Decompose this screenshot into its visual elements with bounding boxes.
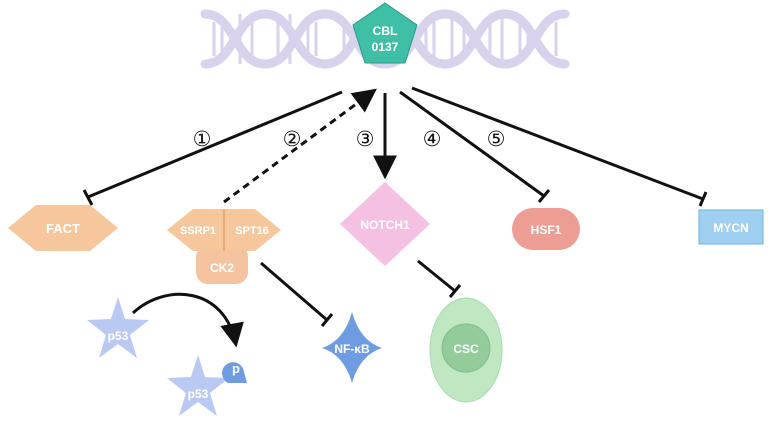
inhibit-bar-csc <box>448 284 462 298</box>
csc-label: CSC <box>453 342 479 356</box>
p53-star <box>87 297 149 358</box>
inhibit-line-csc <box>417 259 456 293</box>
phospho-p53-star <box>167 355 229 416</box>
nfkb-node: NF-κB <box>322 312 382 383</box>
step-number-2: ② <box>283 127 302 151</box>
phospho-p53-label: p53 <box>188 387 209 401</box>
connections <box>82 86 708 348</box>
drug-label-line1: CBL <box>373 24 398 38</box>
notch1-node: NOTCH1 <box>340 182 430 266</box>
hsf1-label: HSF1 <box>531 223 562 237</box>
mycn-label: MYCN <box>713 221 748 235</box>
inhibit-line-mycn <box>411 86 704 201</box>
spt16-label: SPT16 <box>235 225 269 237</box>
spt16-half <box>224 209 281 251</box>
drug-label-line2: 0137 <box>372 40 399 54</box>
notch1-diamond <box>340 182 430 266</box>
inhibit-line-nfkb <box>260 261 328 322</box>
hsf1-shape <box>512 208 580 250</box>
hsf1-node: HSF1 <box>512 208 580 250</box>
inhibit-line-fact <box>87 90 343 199</box>
fact-complex-node: SSRP1 SPT16 CK2 <box>167 209 281 284</box>
p53-node: p53 <box>87 297 149 358</box>
step-numbers: ① ② ③ ④ ⑤ <box>193 127 506 151</box>
phosphate-bubble <box>222 362 247 383</box>
p53-label: p53 <box>108 329 129 343</box>
drug-pentagon <box>352 2 418 64</box>
phosphate-label: p <box>232 361 240 376</box>
nfkb-label: NF-κB <box>334 342 370 356</box>
fact-diamond <box>8 205 118 251</box>
step-number-1: ① <box>193 127 212 151</box>
inhibit-line-hsf1 <box>399 90 545 198</box>
step-number-5: ⑤ <box>487 127 506 151</box>
fact-label: FACT <box>46 221 80 236</box>
step-number-3: ③ <box>356 127 375 151</box>
ck2-shape <box>196 245 248 284</box>
inhibit-bar-hsf1 <box>537 189 551 203</box>
step-number-4: ④ <box>423 127 442 151</box>
notch1-label: NOTCH1 <box>360 218 410 232</box>
mycn-node: MYCN <box>698 209 764 245</box>
ssrp1-label: SSRP1 <box>180 225 216 237</box>
ck2-label: CK2 <box>210 261 234 275</box>
dashed-arrow-fact-to-drug <box>223 88 377 204</box>
mycn-box <box>698 209 764 245</box>
phosphorylation-arrow <box>131 292 244 348</box>
inhibit-bar-fact <box>82 189 94 206</box>
fact-node: FACT <box>8 205 118 251</box>
dna-strand-a <box>200 9 570 69</box>
nfkb-star <box>322 312 382 383</box>
ssrp1-half <box>167 209 224 251</box>
cbl0137-drug: CBL 0137 <box>352 2 418 64</box>
phospho-p53-node: p53 p <box>167 355 247 416</box>
inhibit-bar-nfkb <box>320 313 334 327</box>
inhibit-bar-mycn <box>698 191 708 207</box>
cell-nucleus <box>441 323 491 373</box>
csc-cell: CSC <box>429 297 503 403</box>
